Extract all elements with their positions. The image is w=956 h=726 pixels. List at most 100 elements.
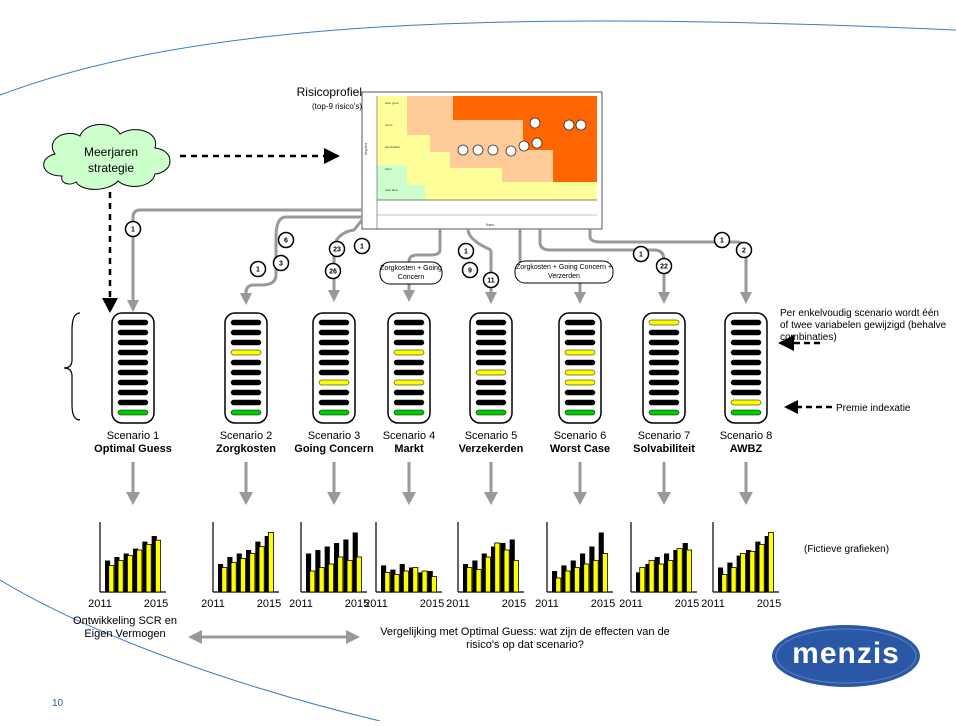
variable-bar <box>318 359 350 366</box>
chart-bar-yellow <box>721 574 728 593</box>
chart-bar-yellow <box>249 553 256 593</box>
chart-bar-yellow <box>267 532 274 593</box>
variable-bar <box>564 389 596 396</box>
variable-bar <box>230 389 262 396</box>
chart-bar-black <box>381 565 387 592</box>
comparison-arrow <box>188 630 360 644</box>
scenario-name: Going Concern <box>294 443 374 455</box>
variable-bar <box>393 399 425 406</box>
chart-bar-black <box>570 560 576 592</box>
scenario-name: Zorgkosten <box>216 443 276 455</box>
callout-circle <box>277 231 295 249</box>
connector-head-7 <box>658 292 670 304</box>
chart-bar-black <box>315 550 321 592</box>
scenario-charts <box>99 522 779 593</box>
flow-arrow-head <box>573 492 587 505</box>
chart-bar-black <box>324 546 330 592</box>
callout-circle <box>457 242 475 260</box>
scenario-label: Scenario 1 <box>106 430 160 442</box>
chart-bar-yellow <box>309 570 316 593</box>
variable-bar <box>475 329 507 336</box>
scenario-column-5 <box>469 312 513 424</box>
variable-bar <box>648 409 680 416</box>
note-bubble <box>379 261 443 285</box>
connector-head-1 <box>127 300 139 312</box>
strategy-label: Meerjaren strategie <box>83 145 139 175</box>
callout-number: 26 <box>329 269 337 276</box>
connector-1 <box>131 208 362 219</box>
connector-head-8 <box>740 292 752 304</box>
scenario-label: Scenario 5 <box>464 430 518 442</box>
variable-bar <box>475 379 507 386</box>
callout-circle <box>713 231 731 249</box>
flow-arrow-head <box>126 492 140 505</box>
variable-bar <box>230 379 262 386</box>
menzis-logo <box>772 625 920 687</box>
chart-bar-black <box>755 541 761 592</box>
variable-bar <box>230 369 262 376</box>
chart-bar-black <box>481 553 487 592</box>
risk-profile-title: Risicoprofiel <box>296 85 362 99</box>
variable-bar <box>230 399 262 406</box>
variable-bar <box>730 329 762 336</box>
chart-bar-black <box>227 557 233 592</box>
scenario-label: Scenario 3 <box>307 430 361 442</box>
variable-bar <box>648 349 680 356</box>
variable-bar <box>393 359 425 366</box>
scenario1-brace <box>63 312 81 421</box>
callout-number: 1 <box>639 252 643 259</box>
callout-number: 1 <box>360 244 364 251</box>
chart-bar-black <box>352 532 358 592</box>
variable-bar <box>117 319 149 326</box>
variable-bar <box>564 359 596 366</box>
variable-bar <box>475 339 507 346</box>
flow-arrow-head <box>239 492 253 505</box>
chart-bar-black <box>427 571 433 592</box>
callout-circle <box>124 220 142 238</box>
variable-bar <box>318 349 350 356</box>
callout-number: 1 <box>720 238 724 245</box>
scenario-name: Solvabiliteit <box>633 443 695 455</box>
note-bubble-text: Zorgkosten + Going Concern + Verzerden <box>515 264 613 280</box>
chart-bar-yellow <box>494 542 501 593</box>
flow-arrow-head <box>402 492 416 505</box>
variable-bar <box>318 369 350 376</box>
chart-bar-black <box>133 548 139 592</box>
chart-bar-black <box>682 543 688 592</box>
dashed-arrow-head <box>324 148 340 164</box>
svg-text:Gemiddeld: Gemiddeld <box>385 145 400 149</box>
chart-bar-black <box>114 557 120 592</box>
note-bubble-text: Zorgkosten + Going Concern <box>380 265 442 281</box>
chart-bar-black <box>598 532 604 592</box>
chart-bar-yellow <box>583 563 590 593</box>
left-caption: Ontwikkeling SCR en Eigen Vermogen <box>73 615 177 640</box>
chart-axis-start: 2011 <box>701 598 725 610</box>
variable-bar <box>730 349 762 356</box>
connector-head-5 <box>485 292 497 304</box>
chart-bar-black <box>589 546 595 592</box>
variable-bar <box>564 399 596 406</box>
chart-bar-black <box>306 553 312 592</box>
chart-bar-yellow <box>258 546 265 593</box>
callout-circle <box>632 245 650 263</box>
variable-bar <box>318 319 350 326</box>
chart-axis-start: 2011 <box>446 598 470 610</box>
chart-bar-yellow <box>555 577 562 593</box>
variable-bar <box>318 339 350 346</box>
chart-axis-end: 2015 <box>256 598 282 610</box>
chart-bar-black <box>727 562 733 592</box>
connector-head-2 <box>240 293 252 305</box>
chart-bar-black <box>343 539 349 592</box>
decor-curve-top <box>0 20 956 96</box>
chart-bar-yellow <box>154 539 161 593</box>
variable-bar <box>730 389 762 396</box>
variable-bar <box>117 379 149 386</box>
dashed-arrow-head-down <box>102 298 118 313</box>
chart-bar-yellow <box>337 556 344 593</box>
variable-bar <box>730 359 762 366</box>
variable-bar <box>230 329 262 336</box>
variable-bar <box>117 349 149 356</box>
chart-axis-end: 2015 <box>419 598 445 610</box>
